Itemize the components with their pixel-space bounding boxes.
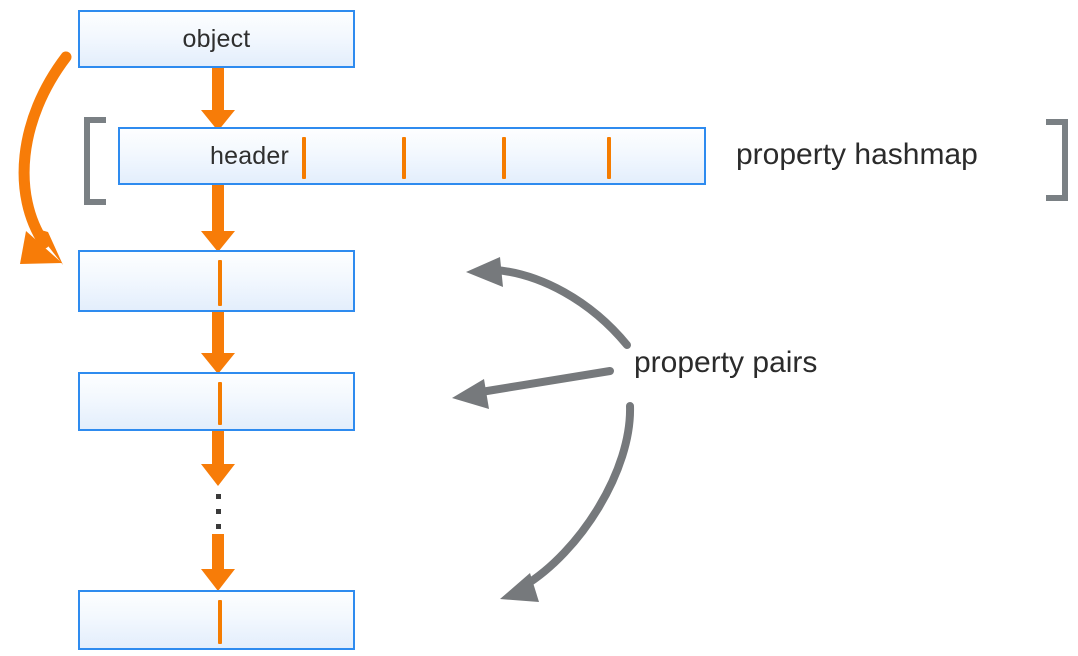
property-pair-divider-2 (218, 382, 222, 425)
gray-curved-arrow-upper (466, 257, 631, 349)
ellipsis-dot-1 (216, 494, 221, 499)
hashmap-slot-divider-1 (302, 137, 306, 179)
header-box[interactable]: header (118, 127, 706, 185)
arrow-ellipsis-to-pairn (201, 534, 235, 591)
hashmap-slot-divider-2 (402, 137, 406, 179)
square-bracket-left-icon (84, 117, 106, 205)
property-hashmap-label: property hashmap (736, 138, 978, 171)
gray-curved-arrow-lower (500, 402, 635, 602)
property-pairs-label: property pairs (634, 346, 818, 379)
arrow-pair2-to-ellipsis (201, 431, 235, 486)
property-pair-divider-n (218, 600, 222, 644)
property-pair-divider-1 (218, 260, 222, 306)
ellipsis-dot-3 (216, 524, 221, 529)
property-pair-box-1[interactable] (78, 250, 355, 312)
hashmap-slot-divider-4 (607, 137, 611, 179)
object-box-label: object (182, 24, 251, 53)
header-box-label: header (210, 141, 290, 170)
property-pair-box-n[interactable] (78, 590, 355, 650)
arrow-header-to-pair1 (201, 185, 235, 252)
arrow-object-to-header (201, 68, 235, 131)
property-pair-box-2[interactable] (78, 372, 355, 431)
curved-arrow-object-to-pairs (18, 51, 72, 265)
gray-straight-arrow-middle (452, 367, 614, 409)
arrow-pair1-to-pair2 (201, 312, 235, 374)
ellipsis-dot-2 (216, 509, 221, 514)
hashmap-slot-divider-3 (502, 137, 506, 179)
square-bracket-right-icon (1046, 119, 1068, 201)
object-box[interactable]: object (78, 10, 355, 68)
